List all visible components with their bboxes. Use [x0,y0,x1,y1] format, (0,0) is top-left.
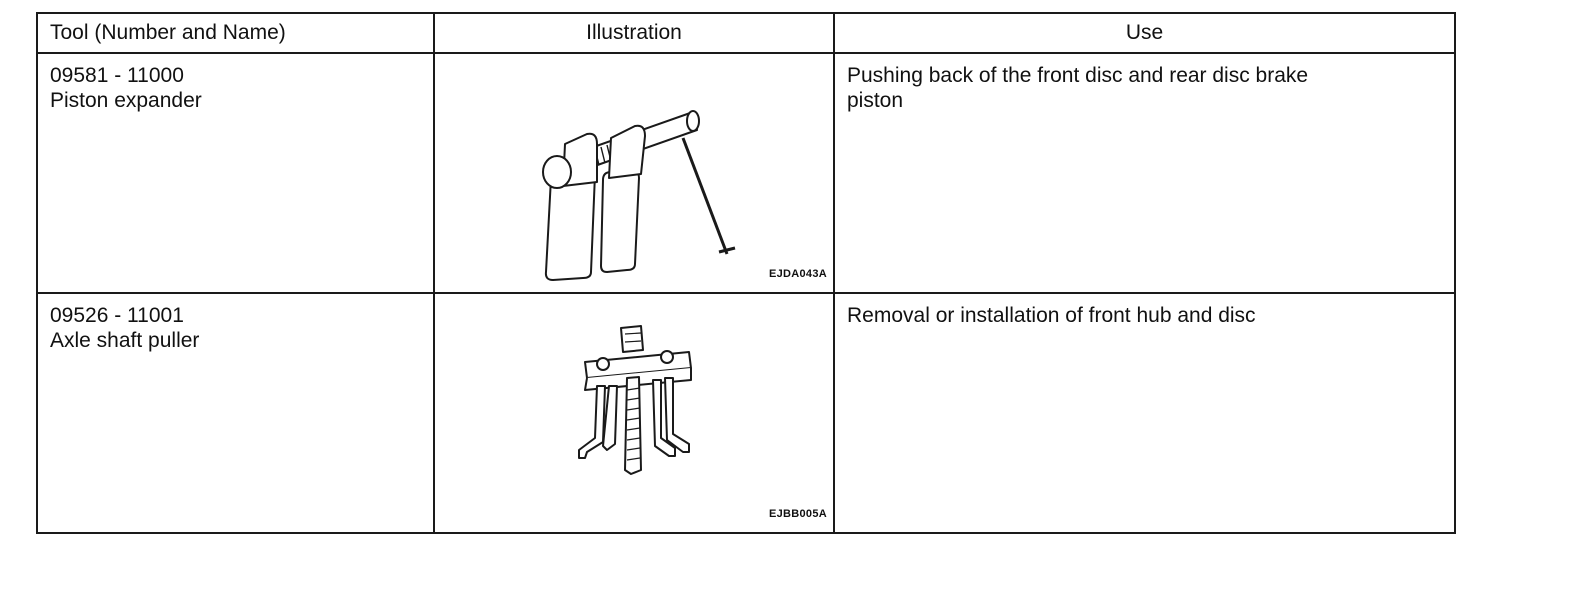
tool-name: Piston expander [50,89,202,112]
header-use: Use [833,12,1456,54]
piston-expander-icon [542,110,736,281]
tool-number: 09526 - 11001 [50,304,184,327]
special-tools-table: Tool (Number and Name) Illustration Use … [36,12,1456,534]
table-header-row: Tool (Number and Name) Illustration Use [36,12,1456,54]
tool-cell: 09526 - 11001 Axle shaft puller [36,292,435,534]
use-cell: Removal or installation of front hub and… [833,292,1456,534]
illustration-code: EJBB005A [768,508,827,520]
tool-number: 09581 - 11000 [50,64,184,87]
illustration-cell: EJBB005A [433,292,835,534]
header-tool: Tool (Number and Name) [36,12,435,54]
table-row: 09581 - 11000 Piston expander [36,52,1456,294]
tool-cell: 09581 - 11000 Piston expander [36,52,435,294]
use-cell: Pushing back of the front disc and rear … [833,52,1456,294]
use-text: Removal or installation of front hub and… [847,304,1256,327]
illustration-code: EJDA043A [768,268,827,280]
use-text: Pushing back of the front disc and rear … [847,64,1309,112]
axle-shaft-puller-icon [578,325,692,475]
table-row: 09526 - 11001 Axle shaft puller [36,292,1456,534]
tool-name: Axle shaft puller [50,329,200,352]
header-illustration: Illustration [433,12,835,54]
illustration-cell: EJDA043A [433,52,835,294]
